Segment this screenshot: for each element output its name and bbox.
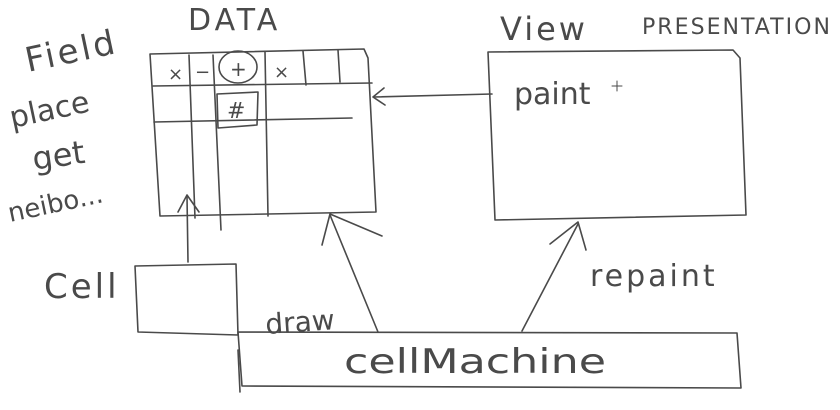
grid-mark-plus: + [230,57,247,81]
arrow-draw [321,213,383,333]
arrow-cell-to-grid [177,194,200,263]
label-neighbours: neibo... [5,179,106,228]
grid-mark-minus: − [195,62,210,83]
machine-bar [237,331,742,389]
label-presentation: PRESENTATION [642,15,832,40]
label-repaint: repaint [590,259,718,294]
label-field: Field [22,22,122,81]
grid-col-line-3 [264,51,269,217]
grid-row-line-1 [152,82,373,87]
machine-bar-extension [237,349,241,393]
grid-row-line-2 [153,117,353,123]
label-draw: draw [264,303,335,341]
label-get: get [30,133,87,178]
grid-col-line-5 [337,49,341,83]
arrow-repaint [521,221,587,332]
plus-circle [218,50,258,84]
label-paint: paint [514,77,591,112]
grid-mark-times-1: × [168,64,183,85]
cell-box [134,263,239,336]
view-box [487,49,747,221]
label-cell-machine: cellMachine [344,342,606,382]
label-data: DATA [188,3,281,38]
label-cell: Cell [44,267,120,307]
arrow-view-to-data [372,87,493,106]
grid-mark-times-2: × [274,62,289,83]
label-place: place [6,85,92,136]
grid-mark-hash: # [227,99,245,124]
grid-col-line-1 [188,54,196,219]
grid-col-line-4 [302,50,307,86]
data-grid: × − + × # [149,48,377,231]
cursor-cross [611,80,623,92]
data-box [149,48,377,217]
label-view: View [500,10,588,48]
hash-cell-box [216,91,259,129]
grid-col-line-2 [212,54,222,231]
